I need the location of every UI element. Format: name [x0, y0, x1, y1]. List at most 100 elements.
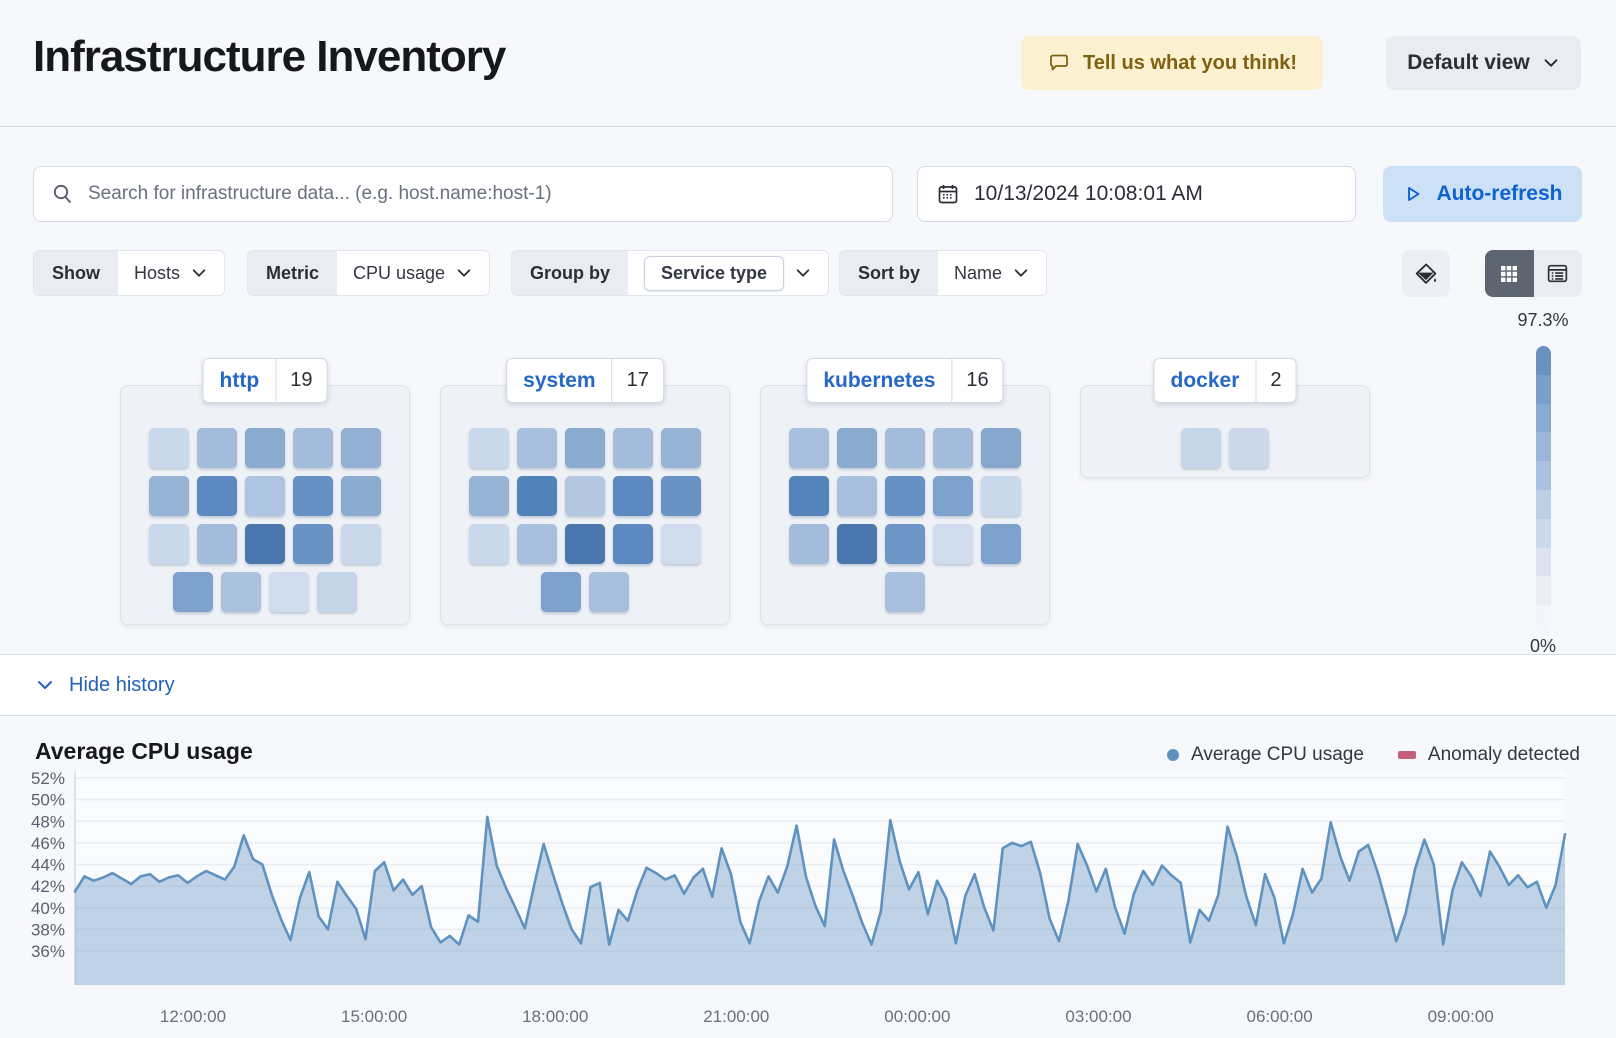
host-tile[interactable]: [469, 524, 509, 564]
group-name-link[interactable]: system: [523, 368, 596, 392]
host-tile[interactable]: [885, 572, 925, 612]
host-tile[interactable]: [269, 572, 309, 612]
page-title: Infrastructure Inventory: [33, 32, 506, 81]
group-name-link[interactable]: docker: [1170, 368, 1240, 392]
host-tile[interactable]: [565, 476, 605, 516]
host-tile[interactable]: [149, 476, 189, 516]
group-count-badge: 17: [611, 359, 663, 402]
color-palette-button[interactable]: [1402, 250, 1450, 297]
date-picker[interactable]: 10/13/2024 10:08:01 AM: [917, 166, 1356, 222]
host-tile[interactable]: [1181, 428, 1221, 468]
host-tile[interactable]: [981, 428, 1021, 468]
host-tile[interactable]: [981, 524, 1021, 564]
host-tile[interactable]: [885, 476, 925, 516]
host-tile[interactable]: [885, 428, 925, 468]
view-selector-button[interactable]: Default view: [1386, 36, 1581, 90]
host-tile[interactable]: [293, 476, 333, 516]
host-tile[interactable]: [933, 428, 973, 468]
y-axis-tick-label: 38%: [31, 920, 65, 939]
host-tile[interactable]: [885, 524, 925, 564]
view-mode-toggle: [1485, 250, 1582, 297]
host-tile[interactable]: [197, 428, 237, 468]
host-tile[interactable]: [245, 524, 285, 564]
host-tile[interactable]: [837, 428, 877, 468]
host-tile[interactable]: [1229, 428, 1269, 468]
filter-value-group-by[interactable]: Service type: [644, 255, 785, 291]
search-icon: [52, 183, 74, 205]
calendar-icon: [936, 182, 960, 206]
search-bar[interactable]: [33, 166, 893, 222]
host-tile[interactable]: [613, 524, 653, 564]
host-tile[interactable]: [317, 572, 357, 612]
host-tile[interactable]: [197, 476, 237, 516]
group-name-link[interactable]: http: [219, 368, 260, 392]
host-tile[interactable]: [221, 572, 261, 612]
host-tile[interactable]: [661, 428, 701, 468]
host-tile[interactable]: [613, 476, 653, 516]
host-tile[interactable]: [613, 428, 653, 468]
hide-history-link[interactable]: Hide history: [35, 674, 175, 697]
filter-select-show[interactable]: Hosts: [118, 251, 224, 295]
host-tile[interactable]: [789, 524, 829, 564]
host-tile[interactable]: [837, 524, 877, 564]
host-tile[interactable]: [341, 524, 381, 564]
legend-label: Average CPU usage: [1191, 744, 1364, 765]
y-axis-tick-label: 40%: [31, 899, 65, 918]
table-view-button[interactable]: [1533, 250, 1582, 297]
host-tile[interactable]: [541, 572, 581, 612]
host-tile[interactable]: [341, 476, 381, 516]
host-tile[interactable]: [589, 572, 629, 612]
group-badge-system[interactable]: system 17: [506, 358, 664, 403]
host-tile[interactable]: [293, 428, 333, 468]
filter-select-metric[interactable]: CPU usage: [337, 251, 489, 295]
legend-item[interactable]: Anomaly detected: [1397, 744, 1580, 766]
legend-item[interactable]: Average CPU usage: [1167, 744, 1364, 766]
waffle-row: [149, 428, 381, 468]
host-tile[interactable]: [933, 476, 973, 516]
host-tile[interactable]: [837, 476, 877, 516]
waffle-row: [149, 476, 381, 516]
y-axis-tick-label: 44%: [31, 856, 65, 875]
host-tile[interactable]: [981, 476, 1021, 516]
host-tile[interactable]: [517, 524, 557, 564]
auto-refresh-button[interactable]: Auto-refresh: [1383, 166, 1582, 222]
legend-dot-icon: [1167, 749, 1180, 761]
host-tile[interactable]: [517, 428, 557, 468]
host-tile[interactable]: [173, 572, 213, 612]
filter-select-sort-by[interactable]: Name: [938, 251, 1046, 295]
host-tile[interactable]: [661, 476, 701, 516]
host-tile[interactable]: [197, 524, 237, 564]
color-scale-step: [1536, 489, 1551, 519]
host-tile[interactable]: [565, 524, 605, 564]
feedback-button[interactable]: Tell us what you think!: [1021, 36, 1324, 90]
cpu-usage-line: [73, 815, 1567, 946]
host-tile[interactable]: [341, 428, 381, 468]
group-name-link[interactable]: kubernetes: [823, 368, 936, 392]
search-input[interactable]: [88, 183, 874, 205]
host-tile[interactable]: [469, 428, 509, 468]
host-tile[interactable]: [293, 524, 333, 564]
host-tile[interactable]: [517, 476, 557, 516]
host-tile[interactable]: [245, 476, 285, 516]
host-tile[interactable]: [789, 428, 829, 468]
chevron-down-icon: [794, 264, 812, 282]
host-tile[interactable]: [245, 428, 285, 468]
host-tile[interactable]: [469, 476, 509, 516]
grid-view-button[interactable]: [1485, 250, 1534, 297]
filter-select-group-by[interactable]: Service type: [628, 251, 828, 295]
x-axis-tick-label: 21:00:00: [703, 1007, 769, 1026]
host-tile[interactable]: [149, 524, 189, 564]
grid-view-icon: [1497, 262, 1521, 286]
host-tile[interactable]: [933, 524, 973, 564]
host-tile[interactable]: [565, 428, 605, 468]
host-tile[interactable]: [149, 428, 189, 468]
paint-bucket-icon: [1413, 261, 1439, 287]
host-tile[interactable]: [661, 524, 701, 564]
host-tile[interactable]: [789, 476, 829, 516]
